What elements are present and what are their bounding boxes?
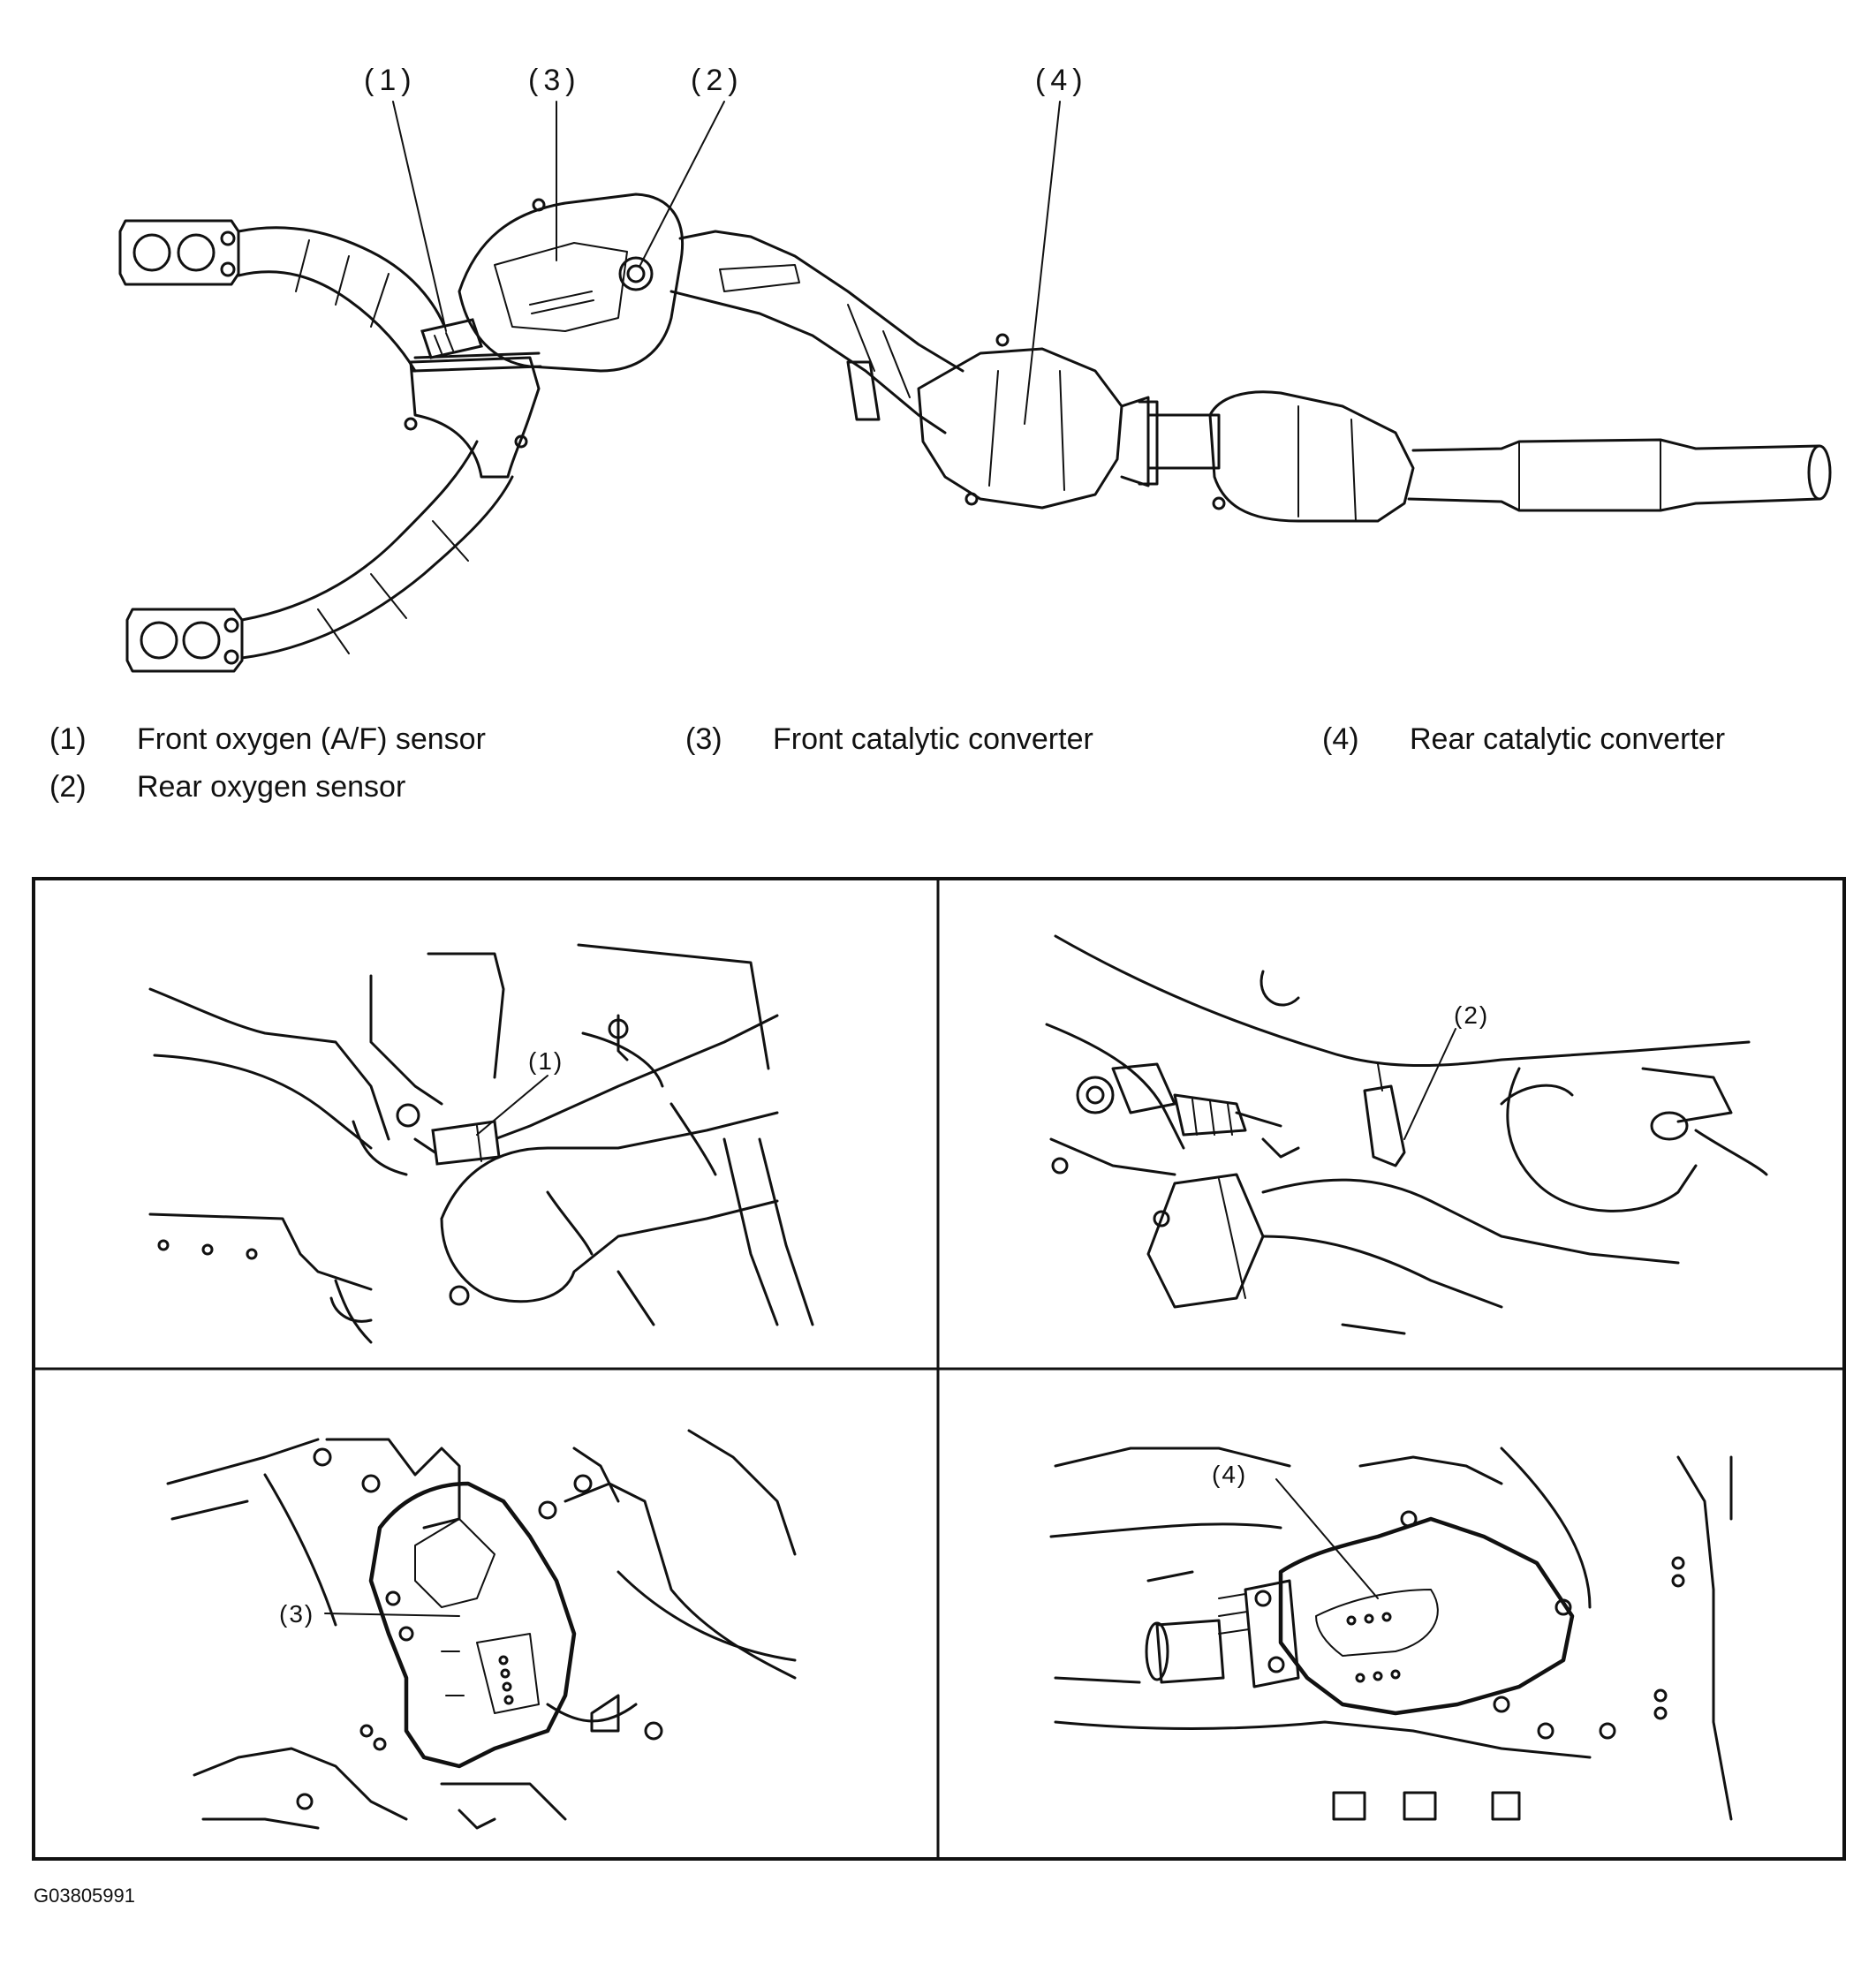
callout-2: (2) [691,64,744,97]
center-muffler [1208,390,1415,523]
legend-text-2: Rear oxygen sensor [137,770,406,804]
front-catalytic-converter [458,193,685,373]
callout-4: (4) [1035,64,1088,97]
pipe-coupling [1120,396,1221,487]
panel-2-drawing [1045,934,1768,1335]
lower-manifold-flange [125,608,244,673]
y-junction [404,351,542,479]
panel-3-label: (3) [279,1600,315,1628]
callout-3: (3) [528,64,581,97]
panel-1-label: (1) [528,1047,564,1075]
upper-manifold-flange [118,219,240,286]
rear-catalytic-converter [917,333,1123,510]
legend-text-1: Front oxygen (A/F) sensor [137,722,486,756]
callout-leaders [392,101,1061,425]
callout-1: (1) [364,64,417,97]
panel-1-drawing [148,943,814,1344]
tail-pipe [1407,438,1832,512]
legend-num-2: (2) [49,770,87,804]
exhaust-system-overview [118,101,1832,673]
legend-num-1: (1) [49,722,87,756]
legend-text-3: Front catalytic converter [773,722,1093,756]
legend-num-3: (3) [685,722,722,756]
legend-text-4: Rear catalytic converter [1410,722,1726,756]
lower-front-pipe [240,440,514,660]
panel-4-drawing [1049,1447,1733,1821]
figure-code: G03805991 [34,1885,135,1907]
front-oxygen-sensor [420,318,483,359]
upper-front-pipe [237,226,452,373]
panel-frame [32,877,1846,1861]
mid-pipe [669,230,964,434]
panel-2-label: (2) [1454,1001,1490,1029]
legend-num-4: (4) [1322,722,1359,756]
panel-4-label: (4) [1212,1461,1248,1488]
rear-oxygen-sensor [618,256,654,291]
panel-3-drawing [166,1429,797,1830]
